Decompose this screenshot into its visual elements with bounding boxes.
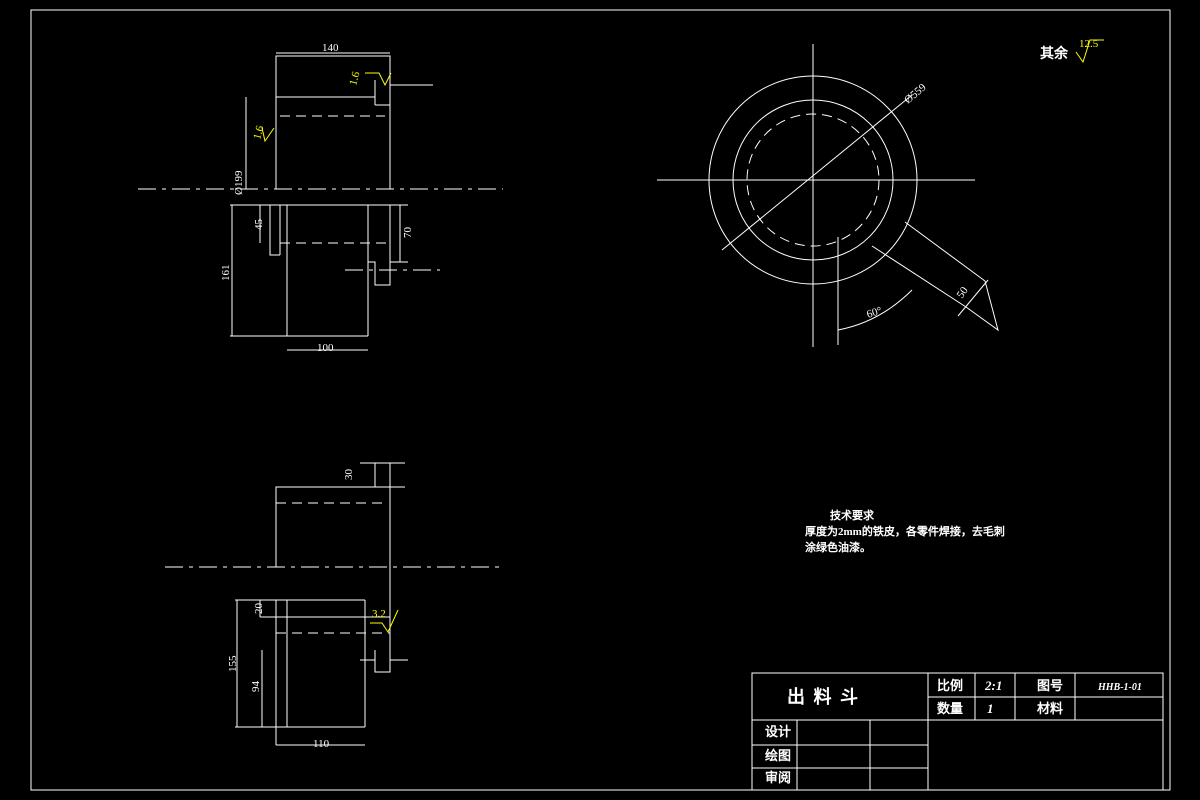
front-view	[138, 52, 503, 351]
dim-d199: Ø199	[233, 170, 245, 195]
drawing-no-value: HHB-1-01	[1097, 682, 1142, 693]
material-label: 材料	[1037, 701, 1063, 716]
dim-110: 110	[313, 738, 330, 750]
dim-70: 70	[402, 227, 414, 239]
tech-notes-line2: 涂绿色油漆。	[805, 540, 871, 554]
dim-94: 94	[250, 681, 262, 693]
roughness-rest-symbol	[1075, 39, 1104, 64]
title-block	[751, 672, 1164, 791]
dim-d559: Ø559	[902, 81, 929, 106]
scale-label: 比例	[937, 678, 963, 693]
dim-50: 50	[955, 284, 971, 300]
top-view	[657, 44, 999, 347]
draw-label: 绘图	[765, 748, 791, 763]
drawing-no-label: 图号	[1037, 678, 1063, 693]
tech-notes-line1: 厚度为2mm的铁皮，各零件焊接，去毛刺	[805, 524, 1005, 538]
dim-45: 45	[253, 219, 265, 231]
roughness-1: 1.6	[347, 70, 362, 87]
qty-value: 1	[987, 701, 994, 716]
qty-label: 数量	[937, 701, 963, 716]
dim-30: 30	[343, 469, 355, 481]
dim-161: 161	[220, 265, 232, 282]
tech-notes-title: 技术要求	[830, 508, 875, 522]
roughness-rest-value: 12.5	[1079, 38, 1099, 50]
dim-20: 20	[253, 603, 265, 615]
side-view	[165, 462, 505, 746]
roughness-2: 1.6	[251, 124, 266, 141]
design-label: 设计	[765, 724, 791, 739]
roughness-rest-label: 其余	[1040, 45, 1069, 62]
dim-100: 100	[317, 342, 334, 354]
scale-value: 2:1	[984, 678, 1002, 693]
outer-border	[30, 9, 1171, 791]
review-label: 审阅	[765, 770, 791, 785]
dim-155: 155	[227, 655, 239, 672]
part-name: 出 料 斗	[787, 686, 860, 707]
dim-140: 140	[322, 42, 339, 54]
roughness-3: 3.2	[372, 608, 386, 620]
dim-60deg: 60°	[865, 305, 883, 321]
